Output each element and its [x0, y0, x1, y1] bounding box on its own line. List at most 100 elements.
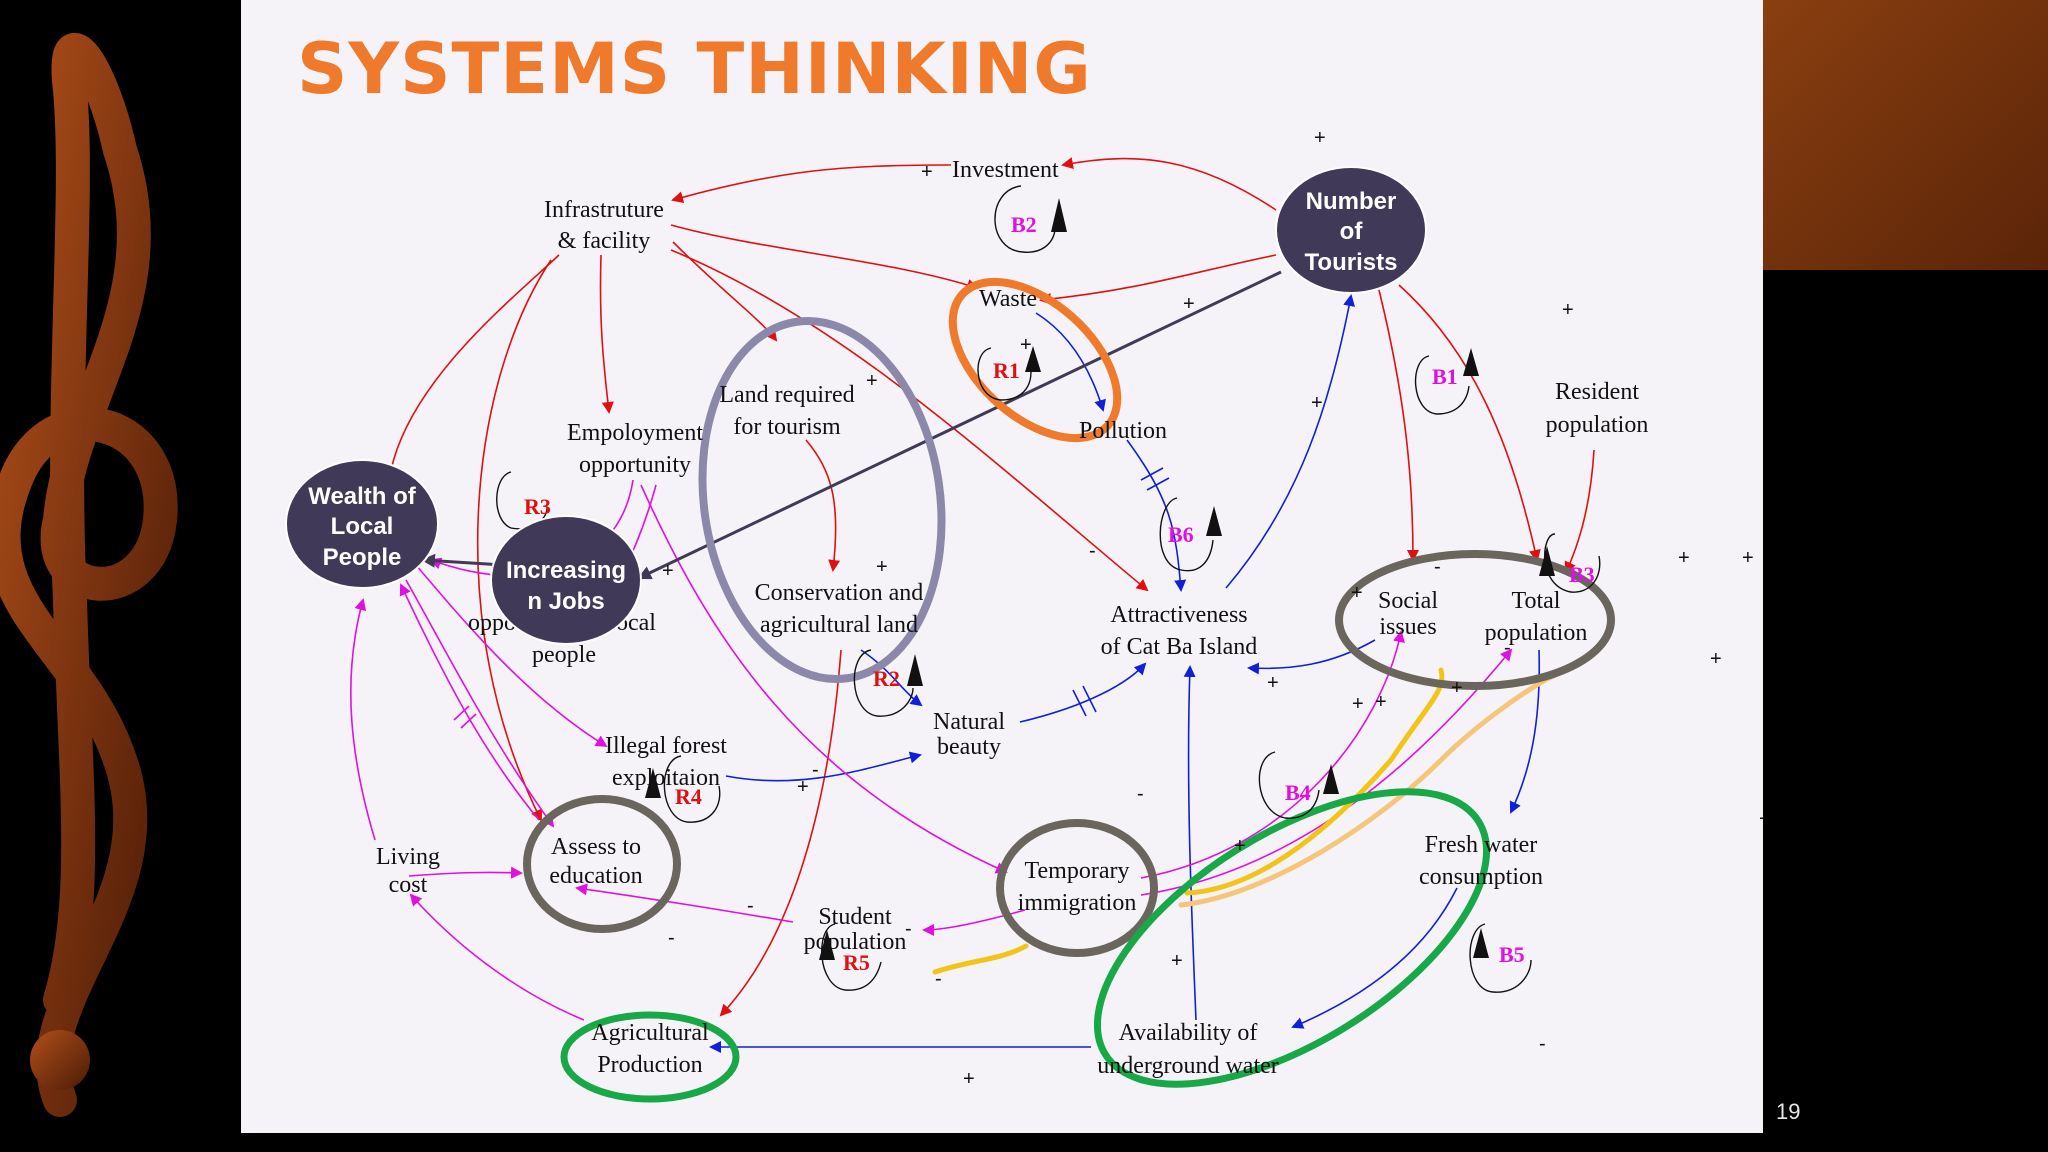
link-land-conservation: [805, 439, 841, 572]
delay-mark-beauty: [1072, 685, 1097, 717]
loop-b1: B1: [1414, 348, 1479, 415]
label-investment: Investment: [952, 157, 1059, 183]
link-student-education: [575, 883, 794, 923]
sign: +: [1352, 693, 1364, 715]
sign: +: [1678, 547, 1690, 569]
link-tourists-investment: [1061, 157, 1277, 211]
loop-label-r5: R5: [843, 950, 870, 975]
loop-r5: R5: [819, 923, 882, 991]
highlight-rings: [523, 277, 1615, 1103]
sign: +: [1375, 691, 1387, 713]
loop-indicators: B2 R1 B1 R3 B6: [496, 185, 1601, 993]
sign: +: [1759, 808, 1763, 830]
highlight-yellow-2: [1184, 667, 1445, 896]
ring-agri: [560, 1011, 740, 1103]
link-wealth-illegal: [415, 564, 608, 748]
link-tourists-social: [1378, 289, 1419, 562]
sign: +: [1311, 392, 1323, 414]
loop-r1: R1: [977, 346, 1041, 401]
link-employment-immigration: [640, 484, 1008, 874]
link-investment-infrastructure: [671, 164, 952, 204]
delay-marks: [453, 467, 1170, 729]
loop-b5: B5: [1469, 923, 1532, 993]
loop-b6: B6: [1159, 497, 1222, 572]
sign: +: [1710, 648, 1722, 670]
ring-social-total: [1335, 550, 1615, 690]
link-resident-total: [1564, 449, 1595, 574]
sign: +: [1171, 950, 1183, 972]
loop-label-b6: B6: [1168, 522, 1194, 547]
sign: +: [1183, 293, 1195, 315]
slide-title: SYSTEMS THINKING: [297, 28, 1092, 110]
sign: -: [905, 918, 912, 940]
sign: +: [866, 370, 878, 392]
causal-loop-diagram: B2 R1 B1 R3 B6: [285, 127, 1763, 1103]
label-pollution: Pollution: [1079, 418, 1167, 444]
ring-waste-pollution: [948, 277, 1122, 443]
link-living-education: [408, 866, 523, 879]
sign: +: [963, 1068, 975, 1090]
link-attractiveness-tourists: [1225, 294, 1356, 589]
sign: -: [812, 759, 819, 781]
link-infra-education: [476, 259, 552, 822]
link-beauty-attractiveness: [1019, 662, 1147, 723]
link-illegal-beauty: [725, 751, 922, 782]
sign: +: [876, 556, 888, 578]
link-conservation-beauty: [860, 649, 923, 707]
highlight-yellow-1: [932, 943, 1029, 975]
variable-labels: Investment Infrastruture& facility Waste…: [376, 157, 1648, 1079]
sign: +: [662, 560, 674, 582]
ring-water: [1093, 788, 1491, 1088]
loop-label-b4: B4: [1285, 780, 1311, 805]
treble-clef-decoration: [0, 33, 178, 1117]
jobs-arrows: [421, 270, 1282, 580]
sign: -: [1089, 540, 1096, 562]
loop-b2: B2: [994, 185, 1067, 253]
link-infra-wealth: [390, 254, 560, 471]
link-wealth-education: [405, 579, 555, 828]
link-infra-waste: [670, 224, 979, 291]
loop-label-b5: B5: [1499, 942, 1525, 967]
decorative-brown-band: [1763, 0, 2048, 270]
sign: -: [1539, 1033, 1546, 1055]
slide: SYSTEMS THINKING: [241, 0, 1763, 1133]
sign: +: [921, 161, 933, 183]
link-tourists-jobs: [637, 270, 1282, 580]
highlight-strokes: [932, 667, 1557, 975]
sign: -: [935, 968, 942, 990]
loop-label-r3: R3: [524, 494, 551, 519]
sign: -: [747, 895, 754, 917]
link-underground-attractiveness: [1183, 665, 1197, 1021]
sign: +: [1234, 835, 1246, 857]
link-living-wealth: [350, 598, 376, 841]
ring-land-conservation: [698, 316, 946, 684]
red-links: [390, 157, 1595, 1017]
sign: +: [1020, 334, 1032, 356]
link-jobs-wealth: [421, 553, 504, 568]
sign: +: [797, 776, 809, 798]
loop-label-r4: R4: [675, 784, 702, 809]
link-total-freshwater: [1509, 649, 1541, 814]
sign: +: [1742, 547, 1754, 569]
link-tourists-waste: [1039, 254, 1277, 305]
slide-number: 19: [1776, 1099, 1801, 1124]
sign: -: [1137, 783, 1144, 805]
